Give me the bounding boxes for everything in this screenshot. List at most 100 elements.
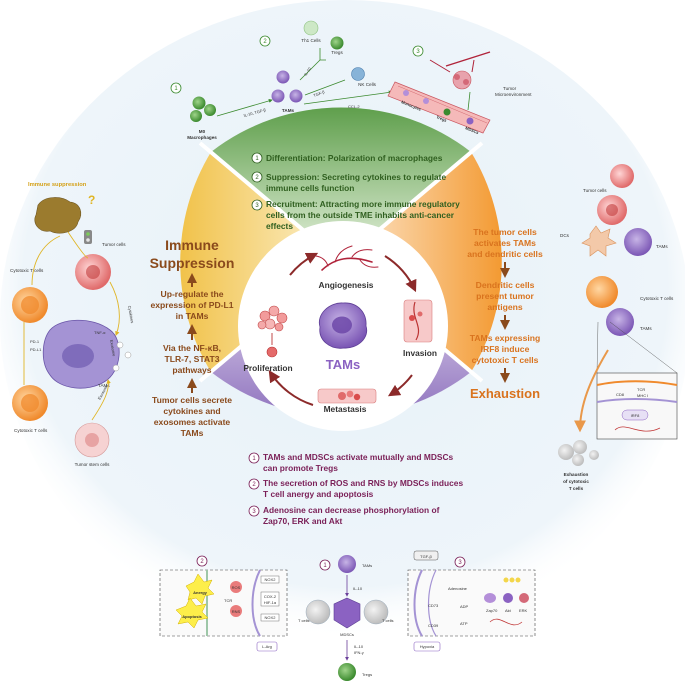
zap70-protein-icon: [484, 593, 496, 603]
ifn-label: IFN-γ: [354, 650, 364, 655]
green-num-1: 1: [255, 156, 259, 162]
invasion-label: Invasion: [403, 348, 437, 358]
purple-item-3a: Adenosine can decrease phosphorylation o…: [263, 505, 440, 515]
ros-label: ROS: [232, 585, 241, 590]
mdsc-cell-icon: [333, 597, 361, 629]
right-tumor-cell-top-icon: [610, 164, 634, 188]
nox2-b-label: NOX2: [265, 615, 277, 620]
bottom-t-cells-right-label: T cells: [382, 618, 393, 623]
left-tumor-cells-label: Tumor cells: [102, 242, 126, 247]
tregs-vessel-label: Tregs: [436, 114, 448, 123]
green-item-2a: Suppression: Secreting cytokines to regu…: [266, 172, 446, 182]
bottom-num-2: 2: [200, 559, 204, 565]
hif-label: HIF-1α: [264, 600, 277, 605]
green-num-2: 2: [255, 175, 259, 181]
green-item-3a: Recruitment: Attracting more immune regu…: [266, 199, 460, 209]
anergy-label: Anergy: [193, 590, 208, 595]
irf8-zoom-box: [596, 372, 678, 440]
exhaust-step3b: IRF8 induce: [481, 344, 530, 354]
immune-title-2: Suppression: [150, 255, 235, 271]
immune-step1a: Up-regulate the: [160, 289, 223, 299]
tams-center-label: TAMs: [326, 357, 360, 372]
hypoxia-label: Hypoxia: [420, 644, 435, 649]
cytokine-label: Cytokines: [127, 305, 135, 323]
dendritic-cell-icon: [581, 225, 617, 257]
angiogenesis-vessels-icon: [315, 245, 379, 271]
irf8-label: IRF8: [631, 413, 640, 418]
immune-step2a: Via the NF-κB,: [163, 343, 221, 353]
immune-step2b: TLR-7, STAT3: [164, 354, 219, 364]
exhaustion-label-3: T cells: [569, 486, 584, 491]
right-panel: Tumor cells DCs TAMs Cytotoxic T cells T…: [558, 164, 678, 491]
bottom-il10-label: IL-10: [354, 644, 364, 649]
m0-label-2: Macrophages: [187, 135, 217, 140]
exhaust-step1b: activates TAMs: [474, 238, 536, 248]
bottom-panel: 2 Anergy Apoptosis ROS RNS TCR NOX2 COX-…: [159, 550, 536, 681]
atp-label: ATP: [460, 621, 468, 626]
proliferation-label: Proliferation: [243, 363, 292, 373]
adenosine-label: Adenosine: [448, 586, 468, 591]
green-section: 1 Differentiation: Polarization of macro…: [251, 152, 460, 231]
m0-label-1: M0: [199, 129, 206, 134]
bottom-tam-icon: [338, 555, 356, 573]
apoptosis-burst-icon: [175, 597, 209, 629]
bottom-num-1: 1: [323, 563, 327, 569]
invasion-vessel-icon: [403, 299, 433, 343]
ccl2-label: CCL-2: [348, 104, 360, 109]
immune-step2c: pathways: [172, 365, 211, 375]
akt-protein-icon: [503, 593, 513, 603]
metastasis-label: Metastasis: [324, 404, 367, 414]
green-item-3b: cells from the outside TME inhabits anti…: [266, 210, 455, 220]
zap70-label: Zap70: [486, 608, 498, 613]
larg-label: L-Arg: [262, 644, 272, 649]
cd39-label: CD39: [428, 623, 439, 628]
green-item-2b: immune cells function: [266, 183, 354, 193]
bottom-tregs-label: Tregs: [362, 672, 372, 677]
purple-num-2: 2: [252, 482, 256, 488]
top-step-2: 2: [263, 39, 267, 45]
bottom-tregs-icon: [338, 663, 356, 681]
green-item-3c: effects: [266, 221, 293, 231]
cytokines-1-label: IL-10, TGF-β: [243, 107, 267, 118]
exhaust-step1c: and dendritic cells: [467, 249, 543, 259]
bottom-t-cells-left-label: T cells: [298, 618, 309, 623]
tnf-label: TNF-α: [94, 330, 106, 335]
tumor-micro-label-1: Tumor: [503, 86, 517, 91]
dcs-label: DCs: [560, 233, 570, 238]
purple-num-1: 1: [252, 456, 256, 462]
bottom-tgfb-label: TGF-β: [420, 554, 432, 559]
tregs-top-label: Tregs: [331, 50, 343, 55]
th1-label: Th1 Cells: [301, 38, 321, 43]
left-panel: Immune suppression ? Tumor cells Cytotox…: [10, 182, 135, 467]
green-num-3: 3: [255, 203, 259, 209]
metastasis-vessel-icon: [317, 388, 377, 404]
angiogenesis-label: Angiogenesis: [319, 280, 374, 290]
exhaust-step2a: Dendritic cells: [476, 280, 535, 290]
nk-label: NK Cells: [358, 82, 377, 87]
purple-item-2b: T cell anergy and apoptosis: [263, 489, 374, 499]
bottom-tams-label: TAMs: [362, 563, 372, 568]
exhaust-step1a: The tumor cells: [473, 227, 537, 237]
bottom-num-3: 3: [458, 560, 462, 566]
exosome-label: Exosome: [109, 339, 117, 357]
left-t-cell-icon: [305, 599, 331, 625]
mhc-label: MHC I: [637, 393, 648, 398]
bottom-mdscs-label: MDSCs: [340, 632, 354, 637]
cd8-label: CD8: [616, 392, 625, 397]
apoptosis-label: Apoptosis: [182, 614, 202, 619]
tam-cell-icon: [318, 302, 368, 349]
nk-cell-icon: [351, 67, 365, 81]
m0-macrophage-icon: [190, 96, 216, 122]
il10-top-label: IL-10: [303, 66, 313, 77]
tcr-label: TCR: [637, 387, 645, 392]
right-cyto-t-icon: [586, 276, 618, 308]
right-cyto-t-label: Cytotoxic T cells: [640, 296, 674, 301]
cox2-label: COX-2: [264, 594, 277, 599]
tgfb-top-label: TGF-β: [313, 89, 326, 98]
exhaust-step2b: present tumor: [476, 291, 534, 301]
purple-section: 1 TAMs and MDSCs activate mutually and M…: [248, 452, 463, 526]
mdscs-vessel-label: MDSCs: [465, 125, 481, 135]
question-mark: ?: [88, 193, 95, 207]
tumor-vessel-icon: [387, 51, 491, 134]
